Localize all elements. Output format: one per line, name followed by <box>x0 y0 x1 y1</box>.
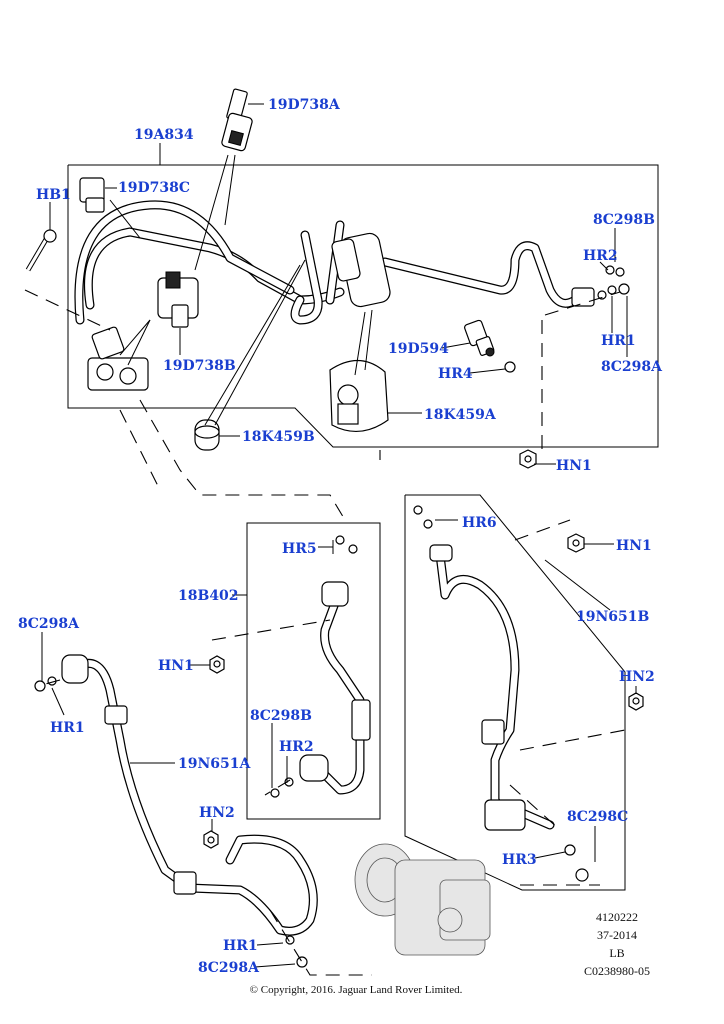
reference-line-2: 37-2014 <box>597 928 637 942</box>
label-8c298a-left: 8C298A <box>18 616 80 632</box>
nut-hn2-right <box>628 692 644 711</box>
upper-assembly-frame <box>67 164 659 448</box>
reference-line-4: C0238980-05 <box>584 964 650 978</box>
fittings-top-right <box>571 265 630 307</box>
label-hr5: HR5 <box>282 541 317 557</box>
label-hn1-left: HN1 <box>158 658 194 674</box>
label-18b402: 18B402 <box>178 588 239 604</box>
label-8c298a-top: 8C298A <box>601 359 663 375</box>
pressure-sensor-b <box>157 271 199 328</box>
copyright-text: © Copyright, 2016. Jaguar Land Rover Lim… <box>250 984 463 996</box>
o-ring-hr4 <box>504 361 516 373</box>
label-19d738a: 19D738A <box>268 97 341 113</box>
isolator-18k459b <box>194 419 220 451</box>
label-hn1-right: HN1 <box>616 538 652 554</box>
label-19d738c: 19D738C <box>118 180 190 196</box>
label-8c298b-top: 8C298B <box>593 212 655 228</box>
pipe-19n651a <box>34 654 318 968</box>
label-hr2-mid: HR2 <box>279 739 314 755</box>
label-hr1-top: HR1 <box>601 333 636 349</box>
label-hn2-bottom: HN2 <box>199 805 235 821</box>
label-hr4: HR4 <box>438 366 473 382</box>
part-labels: 19D738A 19A834 19D738C HB1 19D738B 8C298… <box>18 97 663 976</box>
label-hn2-right: HN2 <box>619 669 655 685</box>
label-hr1-left: HR1 <box>50 720 85 736</box>
reference-line-3: LB <box>609 946 624 960</box>
label-hr2-top: HR2 <box>583 248 618 264</box>
label-18k459a: 18K459A <box>424 407 497 423</box>
label-hr1-bottom: HR1 <box>223 938 258 954</box>
reference-line-1: 4120222 <box>596 910 638 924</box>
sensor-19d594 <box>464 319 495 357</box>
label-19n651b: 19N651B <box>576 609 650 625</box>
leader-lines <box>41 103 637 968</box>
label-19a834: 19A834 <box>134 127 194 143</box>
label-19n651a: 19N651A <box>178 756 252 772</box>
pipe-18b402 <box>270 535 371 798</box>
label-hr6: HR6 <box>462 515 497 531</box>
bracket-18k459a <box>329 359 389 432</box>
pressure-sensor-c <box>79 177 105 213</box>
nut-hn1-top <box>519 449 537 469</box>
upper-pipe-run <box>74 200 580 325</box>
nut-hn1-right <box>567 533 585 553</box>
label-hb1: HB1 <box>36 187 71 203</box>
label-hn1-top: HN1 <box>556 458 592 474</box>
pressure-sensor-a <box>221 88 253 152</box>
reference-block: 4120222 37-2014 LB C0238980-05 <box>584 910 650 978</box>
bolt-hb1 <box>25 229 57 272</box>
label-8c298c: 8C298C <box>567 809 628 825</box>
dashed-connectors <box>24 289 626 976</box>
label-8c298a-bottom: 8C298A <box>198 960 260 976</box>
nut-hn2-bottom <box>203 830 219 849</box>
label-19d738b: 19D738B <box>163 358 236 374</box>
frame-18b402 <box>246 522 381 820</box>
receiver-drier <box>331 232 391 308</box>
label-8c298b-mid: 8C298B <box>250 708 312 724</box>
label-18k459b: 18K459B <box>242 429 315 445</box>
label-19d594: 19D594 <box>388 341 449 357</box>
pipe-19n651b <box>413 505 589 882</box>
valve-block-left <box>87 326 149 391</box>
nut-hn1-left <box>209 655 225 674</box>
compressor-ghost <box>354 843 491 956</box>
frame-19n651b <box>404 494 626 891</box>
label-hr3: HR3 <box>502 852 537 868</box>
